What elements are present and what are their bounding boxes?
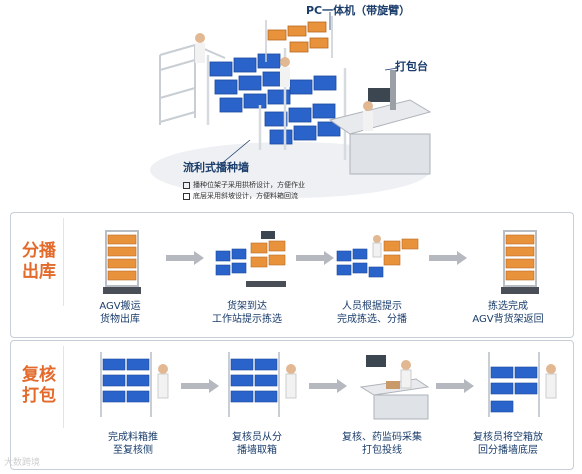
agv-shelf-image bbox=[103, 230, 141, 294]
return-empty-bin-image bbox=[488, 352, 557, 417]
wall-callout: 流利式播种墙 bbox=[183, 161, 249, 174]
pc-callout: PC一体机（带旋臂） bbox=[306, 4, 411, 17]
take-bin-image bbox=[228, 352, 297, 417]
divider bbox=[63, 346, 64, 428]
step-caption: 复核员从分播墙取箱 bbox=[232, 432, 282, 456]
arrow-right-icon bbox=[436, 379, 474, 393]
shelf-arrive-image bbox=[215, 231, 286, 287]
arrow-right-icon bbox=[296, 251, 334, 265]
picking-image bbox=[336, 235, 419, 278]
section-title: 复核 打包 bbox=[22, 365, 56, 406]
step-caption: 复核员将空箱放回分播墙底层 bbox=[473, 432, 543, 456]
section-check-pack: 复核 打包 bbox=[10, 340, 574, 470]
arrow-right-icon bbox=[181, 379, 219, 393]
watermark: 大数跨境 bbox=[4, 458, 41, 468]
step-caption: 完成料箱推至复核侧 bbox=[108, 432, 158, 456]
divider bbox=[63, 218, 64, 306]
agv-return-image bbox=[501, 230, 539, 294]
arrow-right-icon bbox=[166, 251, 204, 265]
push-bin-image bbox=[100, 352, 169, 417]
step-caption: 人员根据提示完成拣选、分播 bbox=[337, 301, 407, 325]
pack-table-callout: 打包台 bbox=[395, 60, 428, 73]
arrow-right-icon bbox=[309, 379, 347, 393]
note-2: 底层采用斜坡设计，方便料箱回流 bbox=[183, 191, 298, 201]
pack-station-image bbox=[359, 355, 430, 420]
section-sorting-outbound: 分播 出库 bbox=[10, 212, 574, 338]
note-1: 播种位架子采用拱桥设计，方便作业 bbox=[183, 180, 305, 190]
workstation-render bbox=[150, 12, 432, 198]
arrow-right-icon bbox=[429, 251, 467, 265]
step-caption: 货架到达工作站提示拣选 bbox=[212, 301, 282, 325]
step-caption: 复核、药监码采集打包投线 bbox=[342, 432, 422, 456]
step-caption: AGV搬运货物出库 bbox=[99, 301, 141, 325]
checkbox-icon bbox=[183, 192, 190, 200]
section-title: 分播 出库 bbox=[22, 241, 56, 282]
checkbox-icon bbox=[183, 181, 190, 189]
hero-illustration bbox=[140, 0, 440, 205]
